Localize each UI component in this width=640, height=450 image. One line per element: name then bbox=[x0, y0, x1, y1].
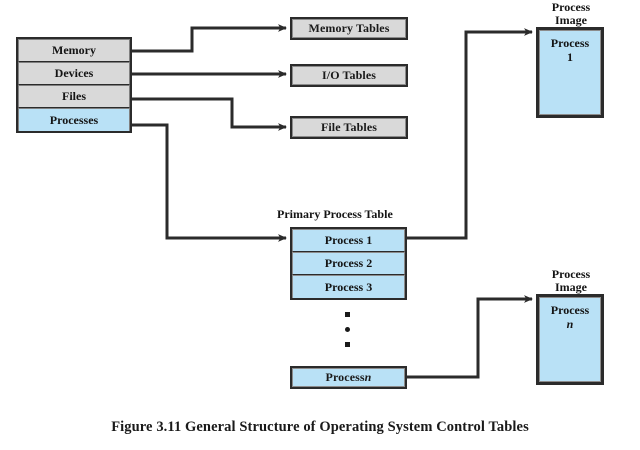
primary-process-table: Process 1 Process 2 Process 3 bbox=[290, 227, 407, 300]
process-image-1-caption: Process Image bbox=[526, 1, 616, 27]
io-tables-box[interactable]: I/O Tables bbox=[290, 64, 408, 87]
process-image-n-body-line2: n bbox=[566, 317, 574, 331]
connector-files-to-file-tables bbox=[132, 97, 287, 131]
file-tables-label: File Tables bbox=[320, 120, 378, 134]
resource-row-devices[interactable]: Devices bbox=[18, 62, 130, 85]
connector-processes-to-primary-process-table bbox=[132, 123, 287, 242]
figure-caption: Figure 3.11 General Structure of Operati… bbox=[111, 419, 529, 435]
resource-row-processes[interactable]: Processes bbox=[18, 108, 130, 131]
resource-stack: Memory Devices Files Processes bbox=[16, 37, 132, 133]
process-n-row[interactable]: Process n bbox=[290, 366, 407, 389]
resource-label-processes: Processes bbox=[49, 112, 99, 127]
primary-process-table-row-1[interactable]: Process 1 bbox=[292, 229, 405, 252]
resource-row-files[interactable]: Files bbox=[18, 85, 130, 108]
process-image-1-body-line1: Process bbox=[550, 36, 590, 50]
memory-tables-label: Memory Tables bbox=[308, 21, 390, 35]
connector-processn-to-process-image-n bbox=[407, 295, 533, 379]
process-image-1-caption-line2: Image bbox=[555, 13, 587, 27]
process-image-n-body-line1: Process bbox=[550, 303, 590, 317]
resource-label-files: Files bbox=[62, 89, 86, 103]
resource-label-devices: Devices bbox=[54, 66, 94, 80]
connector-process1-to-process-image-1 bbox=[407, 28, 533, 240]
process-image-n-caption-line1: Process bbox=[551, 267, 591, 281]
file-tables-box[interactable]: File Tables bbox=[290, 116, 408, 139]
process-image-1-box[interactable]: Process 1 bbox=[536, 27, 604, 118]
process-n-label-prefix: Process bbox=[325, 370, 365, 384]
process-image-n-caption: Process Image bbox=[526, 268, 616, 294]
resource-row-memory[interactable]: Memory bbox=[18, 39, 130, 62]
connector-memory-to-memory-tables bbox=[132, 24, 287, 53]
process-image-n-caption-line2: Image bbox=[555, 280, 587, 294]
io-tables-label: I/O Tables bbox=[321, 68, 377, 82]
process-image-n-box[interactable]: Process n bbox=[536, 294, 604, 385]
vertical-ellipsis-icon bbox=[343, 312, 353, 352]
primary-process-table-label: Primary Process Table bbox=[277, 207, 393, 221]
primary-process-table-row-3[interactable]: Process 3 bbox=[292, 275, 405, 298]
memory-tables-box[interactable]: Memory Tables bbox=[290, 17, 408, 40]
resource-label-memory: Memory bbox=[52, 43, 96, 57]
process-2-label: Process 2 bbox=[324, 256, 373, 270]
process-3-label: Process 3 bbox=[324, 279, 373, 294]
process-n-label-index: n bbox=[364, 370, 372, 384]
process-image-1-caption-line1: Process bbox=[551, 0, 591, 14]
process-image-1-body-line2: 1 bbox=[567, 50, 573, 64]
primary-process-table-row-2[interactable]: Process 2 bbox=[292, 252, 405, 275]
process-1-label: Process 1 bbox=[324, 233, 373, 247]
